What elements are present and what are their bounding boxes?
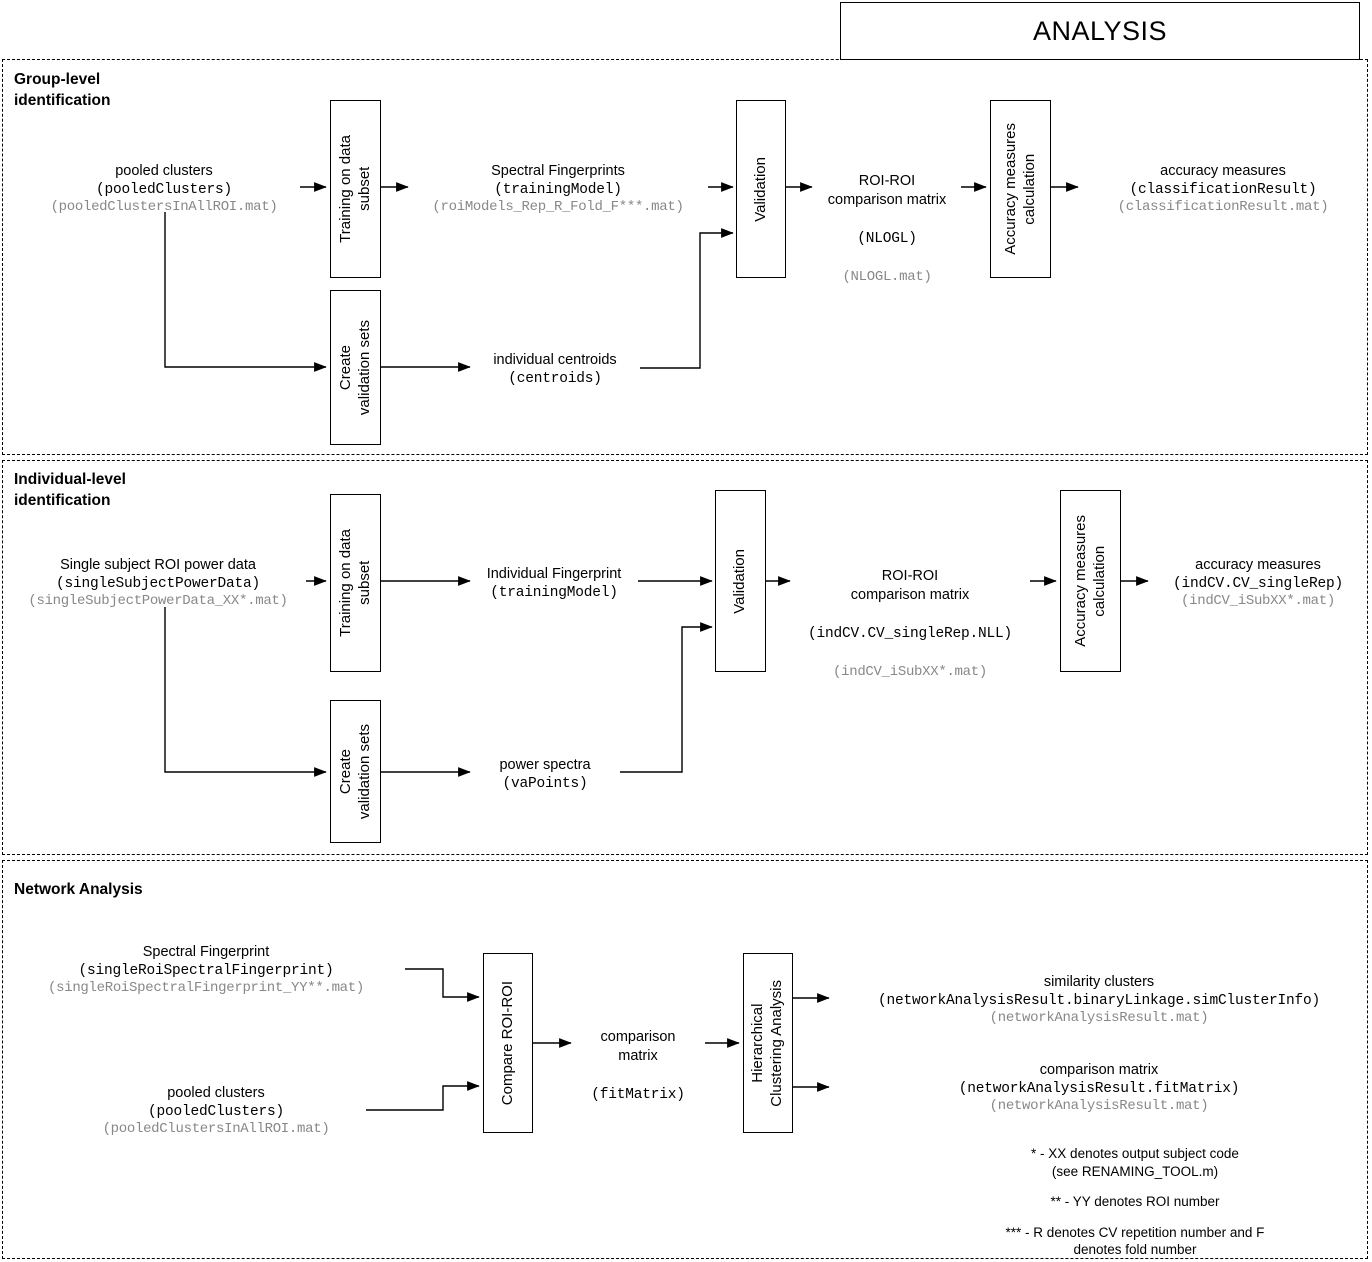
individual-input-line3: (singleSubjectPowerData_XX*.mat) — [28, 593, 288, 610]
individual-comparison-line2: (indCV.CV_singleRep.NLL) — [807, 626, 1013, 643]
section-heading-network: Network Analysis — [14, 881, 143, 898]
group-create-validation-box-label: Create validation sets — [336, 319, 373, 416]
group-accuracy-box-label: Accuracy measures calculation — [1001, 123, 1038, 255]
group-accuracy-box[interactable]: Accuracy measures calculation — [990, 100, 1051, 278]
individual-power-spectra-line1: power spectra — [499, 757, 591, 773]
network-comparison-output-line1: comparison matrix — [1039, 1062, 1159, 1078]
group-input-line1: pooled clusters — [115, 163, 213, 179]
section-heading-individual: Individual-level identification — [14, 471, 126, 509]
group-nlogl-line2: (NLOGL) — [857, 231, 917, 248]
section-heading-group: Group-level identification — [14, 71, 111, 109]
network-compare-box[interactable]: Compare ROI-ROI — [483, 953, 533, 1133]
network-sim-clusters-line2: (networkAnalysisResult.binaryLinkage.sim… — [877, 992, 1321, 1009]
group-validation-box-label: Validation — [751, 156, 769, 222]
individual-training-box-label: Training on data subset — [336, 529, 373, 637]
network-comparison-output-label: comparison matrix (networkAnalysisResult… — [829, 1061, 1369, 1116]
group-input-label: pooled clusters (pooledClusters) (pooled… — [14, 162, 314, 217]
individual-accuracy-output-line3: (indCV_iSubXX*.mat) — [1181, 593, 1335, 610]
individual-accuracy-output-line2: (indCV.CV_singleRep) — [1172, 575, 1344, 592]
individual-fingerprint-label: Individual Fingerprint (trainingModel) — [470, 565, 638, 602]
individual-create-validation-box-label: Create validation sets — [336, 723, 373, 820]
group-fingerprints-line1: Spectral Fingerprints — [491, 163, 625, 179]
network-pooled-input-line1: pooled clusters — [167, 1085, 265, 1101]
individual-fingerprint-line1: Individual Fingerprint — [486, 566, 622, 582]
network-fit-matrix-line2: (fitMatrix) — [591, 1087, 685, 1104]
network-fingerprint-input-line2: (singleRoiSpectralFingerprint) — [78, 962, 334, 979]
network-sim-clusters-label: similarity clusters (networkAnalysisResu… — [829, 973, 1369, 1028]
group-validation-box[interactable]: Validation — [736, 100, 786, 278]
group-accuracy-output-line3: (classificationResult.mat) — [1117, 199, 1329, 216]
individual-accuracy-box-label: Accuracy measures calculation — [1071, 515, 1108, 647]
individual-input-label: Single subject ROI power data (singleSub… — [8, 556, 308, 611]
individual-comparison-line3: (indCV_iSubXX*.mat) — [833, 664, 987, 681]
individual-power-spectra-line2: (vaPoints) — [502, 775, 588, 792]
network-fingerprint-input-label: Spectral Fingerprint (singleRoiSpectralF… — [6, 943, 406, 998]
section-frame-individual — [2, 460, 1368, 855]
individual-create-validation-box[interactable]: Create validation sets — [330, 700, 381, 843]
network-sim-clusters-line3: (networkAnalysisResult.mat) — [989, 1010, 1209, 1027]
network-hca-box[interactable]: Hierarchical Clustering Analysis — [743, 953, 793, 1133]
individual-power-spectra-label: power spectra (vaPoints) — [470, 756, 620, 793]
group-nlogl-line1: ROI-ROI comparison matrix — [827, 173, 947, 209]
group-fingerprints-line3: (roiModels_Rep_R_Fold_F***.mat) — [432, 199, 684, 216]
individual-accuracy-output-line1: accuracy measures — [1195, 557, 1321, 573]
group-training-box-label: Training on data subset — [336, 135, 373, 243]
network-comparison-output-line2: (networkAnalysisResult.fitMatrix) — [958, 1080, 1240, 1097]
individual-comparison-label: ROI-ROI comparison matrix (indCV.CV_sing… — [790, 547, 1030, 702]
group-fingerprints-line2: (trainingModel) — [494, 181, 622, 198]
group-accuracy-output-line2: (classificationResult) — [1129, 181, 1317, 198]
individual-validation-box-label: Validation — [731, 548, 749, 614]
network-fingerprint-input-line3: (singleRoiSpectralFingerprint_YY**.mat) — [48, 980, 364, 997]
group-create-validation-box[interactable]: Create validation sets — [330, 290, 381, 445]
section-frame-group — [2, 59, 1368, 455]
individual-input-line1: Single subject ROI power data — [60, 557, 256, 573]
network-comparison-output-line3: (networkAnalysisResult.mat) — [989, 1098, 1209, 1115]
network-pooled-input-line3: (pooledClustersInAllROI.mat) — [102, 1121, 330, 1138]
group-training-box[interactable]: Training on data subset — [330, 100, 381, 278]
network-fingerprint-input-line1: Spectral Fingerprint — [142, 944, 270, 960]
group-centroids-line1: individual centroids — [493, 352, 617, 368]
network-sim-clusters-line1: similarity clusters — [1043, 974, 1155, 990]
network-pooled-input-line2: (pooledClusters) — [147, 1103, 285, 1120]
footnote-2: ** - YY denotes ROI number — [1050, 1194, 1220, 1210]
group-centroids-label: individual centroids (centroids) — [470, 351, 640, 388]
network-pooled-input-label: pooled clusters (pooledClusters) (pooled… — [66, 1084, 366, 1139]
network-hca-box-label: Hierarchical Clustering Analysis — [749, 979, 785, 1107]
group-centroids-line2: (centroids) — [508, 370, 602, 387]
section-frame-network — [2, 860, 1368, 1259]
network-fit-matrix-line1: comparison matrix — [600, 1029, 676, 1065]
group-input-line2: (pooledClusters) — [95, 181, 233, 198]
footnote-3: *** - R denotes CV repetition number and… — [1005, 1224, 1265, 1258]
group-nlogl-label: ROI-ROI comparison matrix (NLOGL) (NLOGL… — [812, 152, 962, 307]
group-accuracy-output-line1: accuracy measures — [1160, 163, 1286, 179]
group-input-line3: (pooledClustersInAllROI.mat) — [50, 199, 278, 216]
individual-input-line2: (singleSubjectPowerData) — [55, 575, 261, 592]
individual-training-box[interactable]: Training on data subset — [330, 494, 381, 672]
group-accuracy-output-label: accuracy measures (classificationResult)… — [1078, 162, 1368, 217]
individual-accuracy-output-label: accuracy measures (indCV.CV_singleRep) (… — [1148, 556, 1368, 611]
group-nlogl-line3: (NLOGL.mat) — [842, 269, 932, 286]
network-compare-box-label: Compare ROI-ROI — [498, 980, 516, 1106]
footnote-1: * - XX denotes output subject code (see … — [1031, 1146, 1239, 1179]
group-fingerprints-label: Spectral Fingerprints (trainingModel) (r… — [408, 162, 708, 217]
individual-comparison-line1: ROI-ROI comparison matrix — [850, 568, 970, 604]
analysis-title-label: ANALYSIS — [1032, 15, 1168, 46]
network-fit-matrix-label: comparison matrix (fitMatrix) — [571, 1008, 705, 1125]
footnotes-block: * - XX denotes output subject code (see … — [910, 1145, 1360, 1262]
individual-validation-box[interactable]: Validation — [715, 490, 766, 672]
analysis-title-box: ANALYSIS — [840, 2, 1360, 60]
individual-accuracy-box[interactable]: Accuracy measures calculation — [1060, 490, 1121, 672]
individual-fingerprint-line2: (trainingModel) — [490, 584, 618, 601]
